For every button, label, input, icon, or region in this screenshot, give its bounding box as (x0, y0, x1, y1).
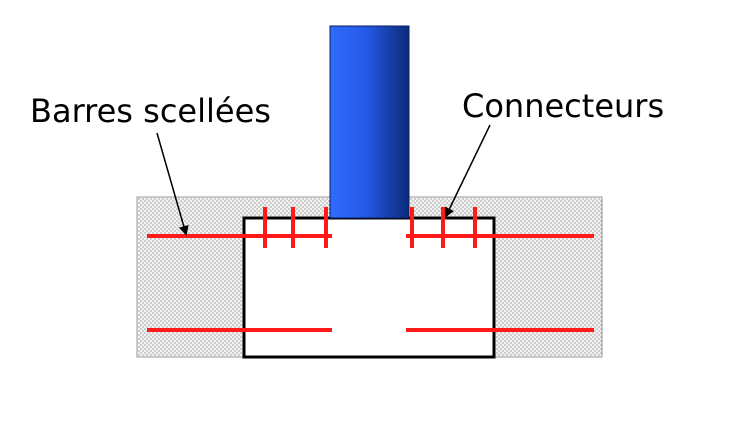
label-connecteurs: Connecteurs (462, 87, 665, 125)
leader-arrow-connecteurs (444, 124, 491, 218)
label-barres-scellees: Barres scellées (30, 92, 271, 130)
joint-box (242, 216, 496, 359)
connectors (263, 207, 477, 248)
leader-arrow-barres (156, 132, 189, 236)
anchored-bars (147, 234, 594, 332)
column (329, 25, 410, 219)
